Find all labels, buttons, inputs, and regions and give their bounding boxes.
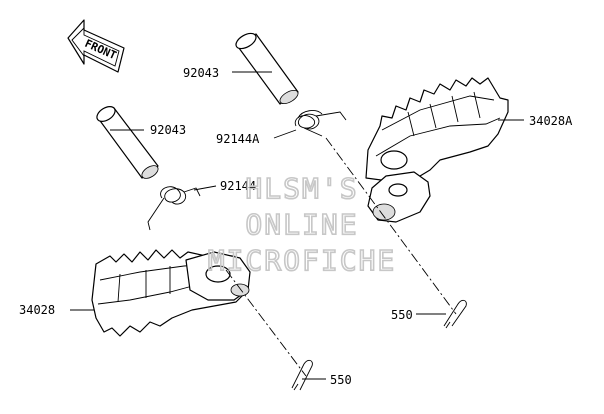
front-direction-arrow: FRONT <box>67 19 125 73</box>
watermark-line-2: ONLINE <box>245 208 358 241</box>
callout-spring-right: 92144A <box>216 132 260 146</box>
watermark-line-1: HLSM'S <box>245 172 358 205</box>
pin-lower-icon <box>96 106 159 179</box>
cotter-pin-left-icon <box>291 359 313 391</box>
callout-spring-left: 92144 <box>220 179 256 193</box>
callout-labels: 92043 92043 92144A 92144 34028A 34028 55… <box>19 66 573 387</box>
callout-footpeg-right: 34028A <box>529 114 573 128</box>
callout-pin-upper: 92043 <box>183 66 219 80</box>
callout-pin-lower: 92043 <box>150 123 186 137</box>
watermark: HLSM'S ONLINE MICROFICHE <box>207 171 397 278</box>
leader-lines <box>70 71 524 380</box>
cotter-pin-right-icon <box>443 299 467 329</box>
footpeg-right-icon <box>365 77 509 223</box>
callout-cotter-pin-left: 550 <box>330 373 352 387</box>
watermark-line-3: MICROFICHE <box>208 244 397 277</box>
footpeg-left-icon <box>91 249 251 337</box>
callout-cotter-pin-right: 550 <box>391 308 413 322</box>
spring-right-icon <box>294 110 347 137</box>
pin-upper-icon <box>235 32 299 105</box>
spring-left-icon <box>147 186 201 231</box>
callout-footpeg-left: 34028 <box>19 303 55 317</box>
